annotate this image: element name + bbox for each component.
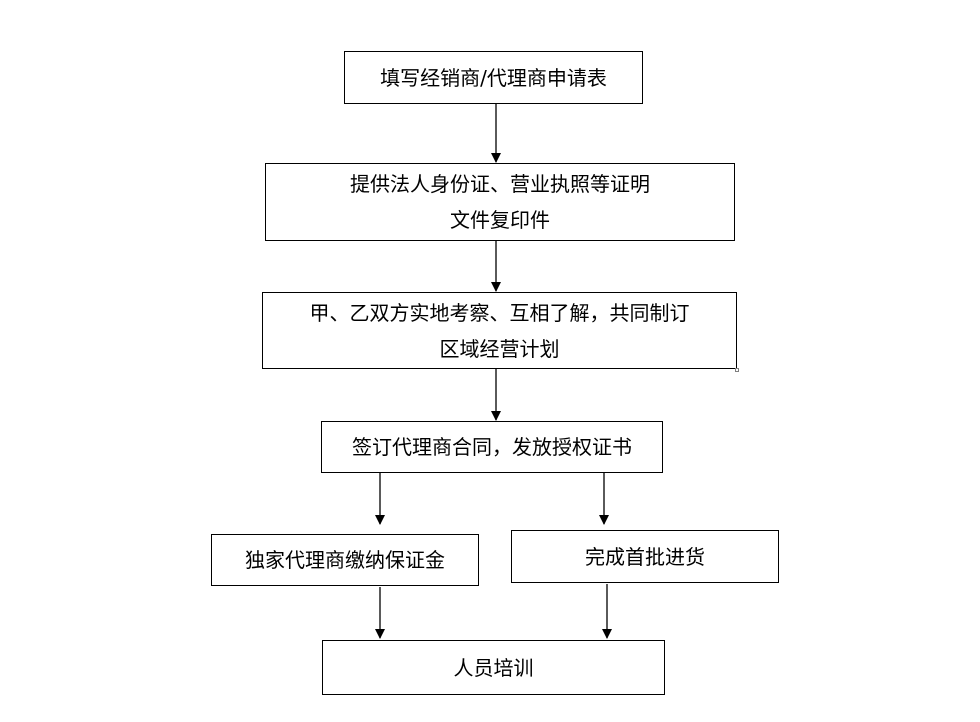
step-documents-box: 提供法人身份证、营业执照等证明 文件复印件 (265, 163, 735, 241)
step-training-box: 人员培训 (322, 640, 665, 695)
step-documents-text-line2: 文件复印件 (450, 208, 550, 232)
step-apply-text: 填写经销商/代理商申请表 (380, 65, 607, 90)
selection-handle (735, 368, 739, 372)
step-first-order-box: 完成首批进货 (511, 530, 779, 583)
step-training-text: 人员培训 (453, 655, 534, 680)
step-documents-text-line1: 提供法人身份证、营业执照等证明 (350, 172, 650, 196)
step-inspection-box: 甲、乙双方实地考察、互相了解，共同制订 区域经营计划 (262, 292, 737, 369)
step-deposit-box: 独家代理商缴纳保证金 (211, 534, 479, 586)
step-contract-box: 签订代理商合同，发放授权证书 (321, 421, 663, 473)
step-deposit-text: 独家代理商缴纳保证金 (245, 548, 445, 572)
step-inspection-text-line1: 甲、乙双方实地考察、互相了解，共同制订 (309, 300, 690, 325)
step-inspection-text-line2: 区域经营计划 (439, 336, 560, 361)
step-contract-text: 签订代理商合同，发放授权证书 (352, 435, 632, 459)
step-first-order-text: 完成首批进货 (585, 544, 705, 569)
step-apply-box: 填写经销商/代理商申请表 (344, 51, 643, 104)
